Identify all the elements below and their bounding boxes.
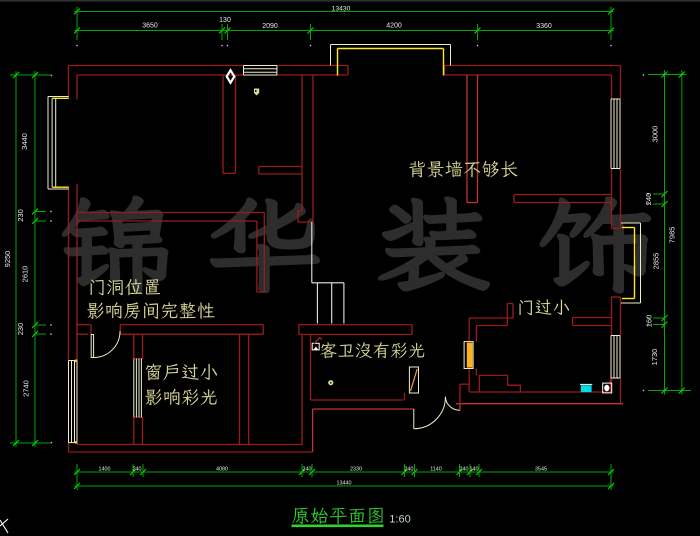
svg-text:1400: 1400 <box>99 467 111 473</box>
svg-text:1:60: 1:60 <box>389 514 410 526</box>
svg-text:2855: 2855 <box>652 253 661 270</box>
svg-text:2610: 2610 <box>21 266 30 283</box>
svg-text:2090: 2090 <box>262 23 278 30</box>
svg-text:3650: 3650 <box>142 23 158 30</box>
svg-text:240: 240 <box>460 467 469 473</box>
svg-text:230: 230 <box>16 323 25 336</box>
svg-text:240: 240 <box>303 467 312 473</box>
svg-text:13440: 13440 <box>337 481 352 487</box>
svg-text:1140: 1140 <box>430 467 442 473</box>
svg-text:230: 230 <box>16 209 25 222</box>
svg-text:3545: 3545 <box>535 467 547 473</box>
svg-text:1730: 1730 <box>650 349 659 366</box>
svg-text:2330: 2330 <box>350 467 362 473</box>
svg-text:13430: 13430 <box>332 6 351 13</box>
svg-text:130: 130 <box>219 17 231 24</box>
svg-text:4200: 4200 <box>386 23 402 30</box>
svg-text:9250: 9250 <box>3 251 12 268</box>
svg-text:240: 240 <box>644 193 653 206</box>
svg-text:3440: 3440 <box>20 133 29 150</box>
svg-text:3000: 3000 <box>651 126 660 143</box>
svg-text:160: 160 <box>645 315 654 328</box>
svg-text:4080: 4080 <box>216 467 228 473</box>
svg-text:140: 140 <box>470 467 479 473</box>
svg-text:2740: 2740 <box>22 380 31 397</box>
svg-text:7985: 7985 <box>668 227 677 244</box>
svg-text:240: 240 <box>405 467 414 473</box>
svg-text:240: 240 <box>133 467 142 473</box>
svg-text:3360: 3360 <box>536 23 552 30</box>
